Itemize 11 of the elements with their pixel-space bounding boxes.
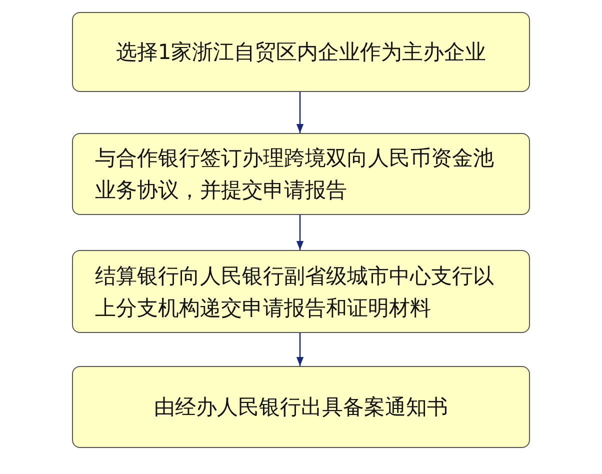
- arrow: [296, 215, 304, 250]
- step-text: 结算银行向人民银行副省级城市中心支行以上分支机构递交申请报告和证明材料: [95, 262, 495, 322]
- step-text: 与合作银行签订办理跨境双向人民币资金池业务协议，并提交申请报告: [95, 145, 495, 204]
- step-text: 选择1家浙江自贸区内企业作为主办企业: [116, 39, 486, 66]
- process-box: [72, 366, 530, 448]
- arrow: [296, 333, 304, 366]
- process-box: [72, 250, 530, 333]
- arrow: [296, 92, 304, 133]
- process-box: [72, 12, 530, 92]
- process-box: [72, 133, 530, 215]
- step-text: 由经办人民银行出具备案通知书: [154, 394, 448, 421]
